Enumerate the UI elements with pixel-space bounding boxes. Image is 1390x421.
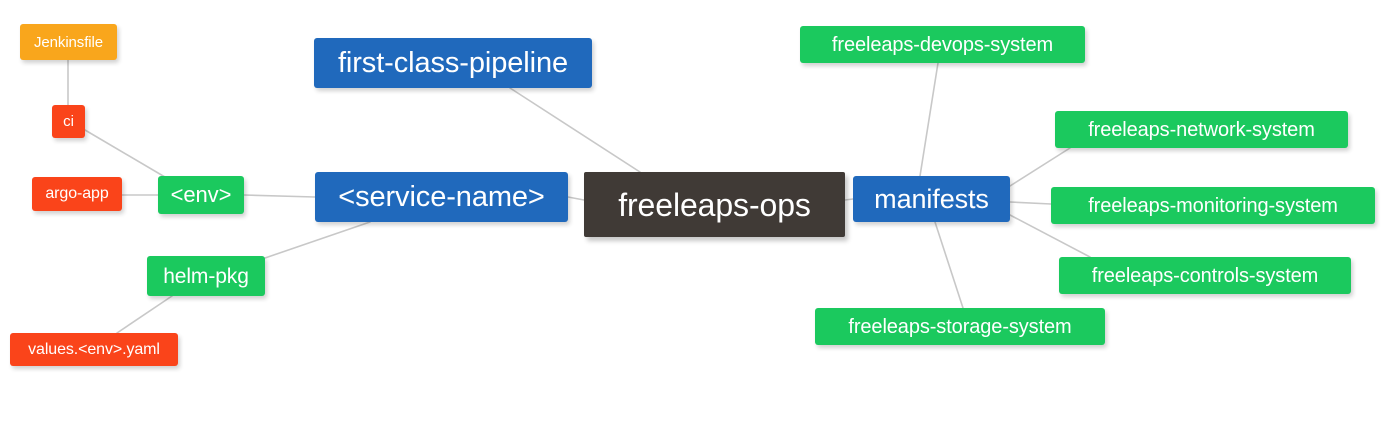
node-label-service-name: <service-name> — [338, 180, 545, 213]
node-label-values-yaml: values.<env>.yaml — [28, 340, 160, 358]
edge-manifests-to-freeleaps-storage-system — [934, 221, 964, 309]
node-label-freeleaps-ops: freeleaps-ops — [618, 186, 811, 223]
node-label-freeleaps-controls-system: freeleaps-controls-system — [1091, 264, 1319, 287]
node-label-freeleaps-monitoring-system: freeleaps-monitoring-system — [1088, 194, 1338, 217]
edge-manifests-to-freeleaps-controls-system — [1009, 214, 1091, 258]
edge-service-name-to-freeleaps-ops — [567, 196, 585, 201]
node-first-class-pipeline[interactable]: first-class-pipeline — [314, 38, 592, 88]
node-freeleaps-ops[interactable]: freeleaps-ops — [584, 172, 845, 237]
node-service-name[interactable]: <service-name> — [315, 172, 568, 222]
node-label-freeleaps-network-system: freeleaps-network-system — [1088, 118, 1315, 141]
node-label-manifests: manifests — [874, 183, 989, 214]
edge-manifests-to-freeleaps-monitoring-system — [1009, 201, 1052, 205]
node-jenkinsfile[interactable]: Jenkinsfile — [20, 24, 117, 60]
node-argo-app[interactable]: argo-app — [32, 177, 122, 211]
edge-helm-pkg-to-service-name — [264, 221, 371, 259]
node-label-jenkinsfile: Jenkinsfile — [34, 33, 103, 51]
node-env[interactable]: <env> — [158, 176, 244, 214]
node-freeleaps-storage-system[interactable]: freeleaps-storage-system — [815, 308, 1105, 345]
node-label-ci: ci — [63, 113, 74, 130]
node-freeleaps-monitoring-system[interactable]: freeleaps-monitoring-system — [1051, 187, 1375, 224]
node-label-freeleaps-devops-system: freeleaps-devops-system — [831, 33, 1054, 56]
edge-first-class-pipeline-to-freeleaps-ops — [509, 87, 641, 173]
edge-env-to-service-name — [243, 194, 316, 198]
node-label-helm-pkg: helm-pkg — [163, 264, 249, 288]
node-ci[interactable]: ci — [52, 105, 85, 138]
node-freeleaps-controls-system[interactable]: freeleaps-controls-system — [1059, 257, 1351, 294]
node-freeleaps-network-system[interactable]: freeleaps-network-system — [1055, 111, 1348, 148]
node-manifests[interactable]: manifests — [853, 176, 1010, 222]
node-label-argo-app: argo-app — [45, 185, 109, 202]
node-label-first-class-pipeline: first-class-pipeline — [337, 46, 569, 79]
node-helm-pkg[interactable]: helm-pkg — [147, 256, 265, 296]
node-values-yaml[interactable]: values.<env>.yaml — [10, 333, 178, 366]
node-label-freeleaps-storage-system: freeleaps-storage-system — [848, 315, 1072, 338]
edge-manifests-to-freeleaps-devops-system — [919, 62, 939, 177]
edge-ci-to-env — [84, 129, 171, 181]
node-label-env: <env> — [170, 182, 232, 207]
edge-manifests-to-freeleaps-network-system — [1009, 147, 1071, 187]
edge-values-yaml-to-helm-pkg — [116, 295, 173, 334]
node-freeleaps-devops-system[interactable]: freeleaps-devops-system — [800, 26, 1085, 63]
edge-freeleaps-ops-to-manifests — [844, 198, 854, 201]
